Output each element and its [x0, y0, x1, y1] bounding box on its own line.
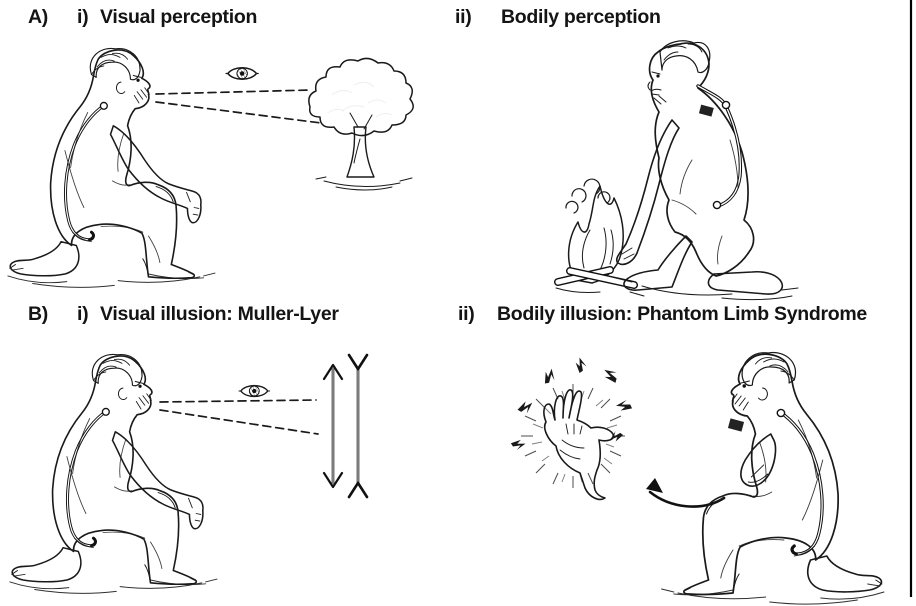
panel-b-i-title: Visual illusion: Muller-Lyer: [100, 303, 339, 325]
panel-a-i-numeral: i): [77, 6, 89, 28]
panel-a-ii-numeral: ii): [455, 6, 472, 28]
muller-lyer-outward-arrow: [322, 363, 344, 489]
panel-a-i-title: Visual perception: [100, 6, 258, 28]
panel-b-ii-title: Bodily illusion: Phantom Limb Syndrome: [497, 303, 867, 325]
panel-b-letter: B): [28, 303, 48, 325]
b-i-sight-lines: [159, 399, 319, 435]
panel-a-letter: A): [28, 6, 48, 28]
a-i-eye-icon: [225, 67, 260, 80]
panel-b-ii-numeral: ii): [458, 303, 475, 325]
muller-lyer-fishtail-arrow: [347, 353, 369, 499]
a-i-tree-engraving: [308, 57, 414, 191]
panel-b-i-numeral: i): [77, 303, 89, 325]
b-i-eye-icon: [238, 384, 271, 398]
a-ii-kneeling-figure-engraving: [615, 40, 799, 301]
muller-lyer-arrows: [322, 353, 369, 499]
a-ii-fire-engraving: [554, 178, 638, 293]
phantom-hand-engraving: [509, 357, 635, 501]
open-hand: [543, 389, 615, 501]
b-ii-kneeling-amputee-engraving: [659, 350, 886, 606]
shoulder-mark: [727, 418, 745, 432]
panel-a-ii-title: Bodily perception: [501, 6, 661, 28]
a-i-sight-lines: [155, 89, 322, 124]
b-i-kneeling-man-engraving: [8, 352, 219, 595]
a-i-kneeling-man-engraving: [6, 46, 217, 289]
